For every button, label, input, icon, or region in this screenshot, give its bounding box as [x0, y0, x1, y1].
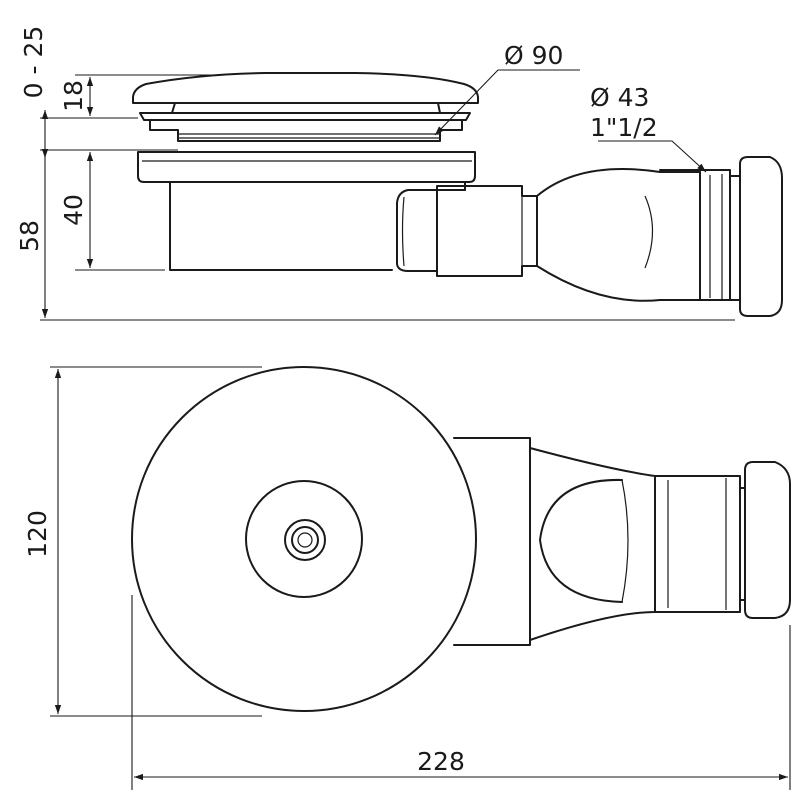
side-view [132, 72, 783, 317]
top-dimensions: 120 228 [23, 366, 791, 790]
top-screw-outer [284, 519, 326, 561]
ring-inner-lines [178, 133, 440, 139]
top-grate-center [245, 480, 363, 598]
leader-outlet-diameter [598, 140, 707, 173]
label-total-length: 228 [417, 747, 465, 776]
grate-neck [171, 102, 441, 114]
end-cap-rim [729, 175, 741, 301]
drain-body [169, 181, 466, 271]
grate-cover [132, 72, 479, 104]
top-grate-disc [131, 366, 477, 712]
end-cap [739, 156, 783, 317]
side-dimensions: 0 - 25 18 40 58 Ø 90 Ø 43 1"1/2 [15, 26, 735, 321]
label-grate-diameter: Ø 90 [504, 41, 563, 70]
sleeve-rings [709, 174, 723, 299]
elbow-shading [401, 196, 405, 267]
outlet-elbow [396, 181, 466, 272]
label-outlet-diameter: Ø 43 [590, 83, 649, 112]
flange [137, 151, 476, 183]
top-sleeve [654, 475, 741, 613]
clamp-ring [139, 112, 471, 121]
top-end-cap [744, 461, 791, 619]
outlet-sleeve [659, 169, 731, 301]
top-trap-bulb [529, 447, 656, 641]
top-end-rim [739, 487, 746, 601]
label-adjust-range: 0 - 25 [19, 26, 48, 99]
ring-lower [149, 119, 463, 142]
trap-bulb [536, 168, 701, 302]
top-view [131, 366, 791, 712]
leader-grate-diameter [434, 69, 580, 136]
top-screw-inner [291, 526, 319, 554]
top-sleeve-rings [667, 478, 727, 610]
top-trap-inner [621, 479, 629, 603]
label-top-width: 120 [23, 510, 52, 558]
label-outlet-thread: 1"1/2 [590, 113, 658, 142]
bulb-shading [644, 195, 654, 269]
top-trap-detail [539, 478, 623, 603]
label-grate-height: 18 [59, 80, 88, 112]
label-total-height: 58 [15, 220, 44, 252]
top-outlet-housing [453, 437, 531, 646]
label-body-height: 40 [59, 194, 88, 226]
top-screw-core [297, 532, 313, 548]
